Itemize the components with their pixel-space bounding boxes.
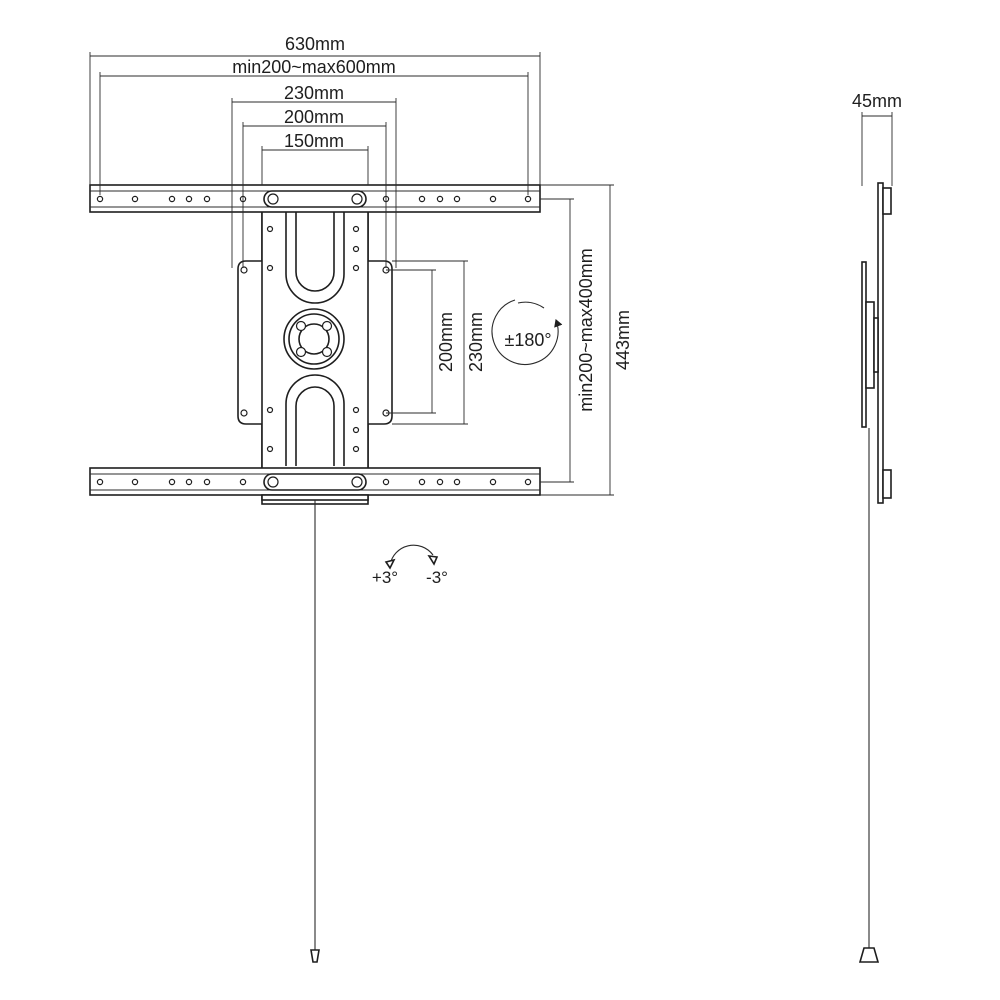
side-view: 45mm xyxy=(852,91,902,963)
dim-overall-height: 443mm xyxy=(613,310,633,370)
plate-hole xyxy=(352,406,360,414)
plate-hole xyxy=(266,264,274,272)
hub-bolt xyxy=(321,320,333,332)
tilt-minus-label: -3° xyxy=(426,568,448,587)
dimension-lines-right xyxy=(386,184,614,496)
vesa-hole xyxy=(240,266,248,274)
side-hub xyxy=(865,301,875,389)
hub-bolt xyxy=(295,320,307,332)
dim-plate-width-inner: 200mm xyxy=(284,107,344,127)
plate-hole xyxy=(266,225,274,233)
tilt-plus-label: +3° xyxy=(372,568,398,587)
front-view: 630mm min200~max600mm 230mm 200mm 150mm … xyxy=(89,34,633,963)
clamp-bolt xyxy=(351,193,363,205)
plate-hole xyxy=(352,245,360,253)
plate-hole xyxy=(266,406,274,414)
bottom-rail-clamp xyxy=(263,473,367,491)
plate-hole xyxy=(352,445,360,453)
rotation-label: ±180° xyxy=(504,330,551,350)
plate-hole xyxy=(352,225,360,233)
top-rail-clamp xyxy=(263,190,367,208)
clamp-bolt xyxy=(267,476,279,488)
vesa-hole xyxy=(240,409,248,417)
dim-vertical-range: min200~max400mm xyxy=(576,248,596,412)
tilt-arrow-right xyxy=(427,554,439,566)
tilt-arc xyxy=(389,544,434,566)
side-hub-ring xyxy=(873,317,879,373)
cable-end xyxy=(310,949,320,963)
plate-hole xyxy=(352,426,360,434)
dim-pole-width: 150mm xyxy=(284,131,344,151)
tilt-arrow-left xyxy=(384,558,396,570)
bottom-bracket xyxy=(261,494,369,501)
clamp-bolt xyxy=(351,476,363,488)
side-bottom-bracket xyxy=(882,469,892,499)
dim-plate-width-outer: 230mm xyxy=(284,83,344,103)
side-top-bracket xyxy=(882,187,892,215)
dim-plate-height-outer: 230mm xyxy=(466,312,486,372)
rotation-arrow-tail xyxy=(517,301,545,309)
plate-hole xyxy=(352,264,360,272)
dim-depth: 45mm xyxy=(852,91,902,111)
rotation-arrow xyxy=(491,299,563,365)
dim-overall-width: 630mm xyxy=(285,34,345,54)
upper-slot-inner xyxy=(295,212,335,292)
side-cable-weight xyxy=(858,947,880,963)
hub-bolt xyxy=(321,346,333,358)
clamp-bolt xyxy=(267,193,279,205)
top-rail-holes xyxy=(96,195,532,203)
bottom-rail-holes xyxy=(96,478,532,486)
hub-bolt xyxy=(295,346,307,358)
dim-horizontal-range: min200~max600mm xyxy=(232,57,396,77)
rotation-hub-core xyxy=(298,323,330,355)
lower-slot-inner xyxy=(295,386,335,466)
plate-hole xyxy=(266,445,274,453)
dimension-lines-top xyxy=(89,52,541,268)
dim-plate-height-inner: 200mm xyxy=(436,312,456,372)
